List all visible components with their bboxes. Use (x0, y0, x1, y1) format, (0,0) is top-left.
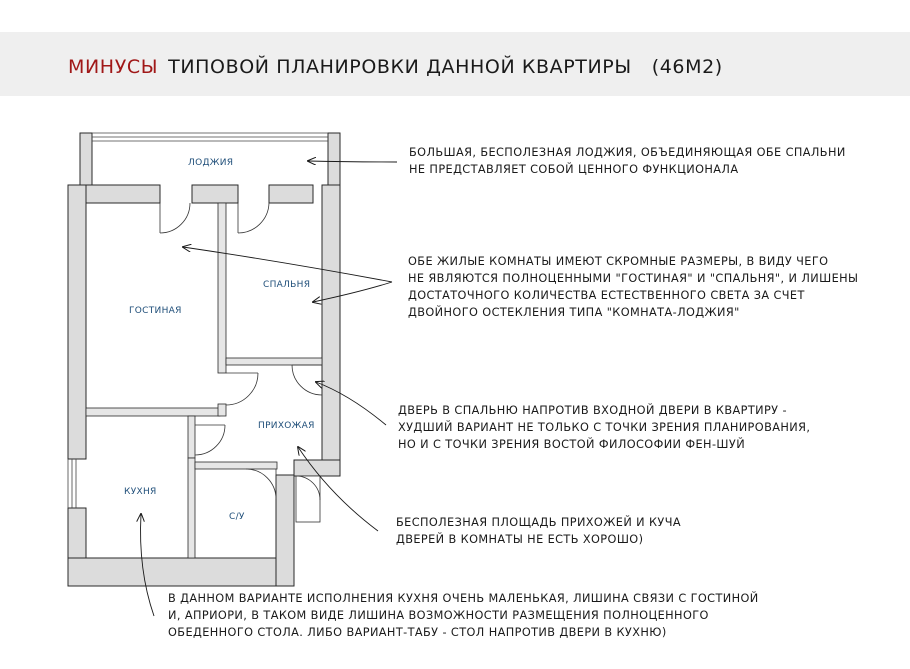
note-door: ДВЕРЬ В СПАЛЬНЮ НАПРОТИВ ВХОДНОЙ ДВЕРИ В… (398, 402, 810, 453)
arrow-bedroom (313, 281, 393, 302)
kitchen-window (67, 459, 77, 508)
arrow-loggia (308, 161, 398, 162)
room-label-bathroom: С/У (229, 512, 245, 522)
title-band (0, 32, 910, 96)
note-door-line: НО И С ТОЧКИ ЗРЕНИЯ ВОСТОЙ ФИЛОСОФИИ ФЕН… (398, 438, 746, 451)
note-rooms-line: ОБЕ ЖИЛЫЕ КОМНАТЫ ИМЕЮТ СКРОМНЫЕ РАЗМЕРЫ… (408, 255, 829, 268)
note-hallway-line: ДВЕРЕЙ В КОМНАТЫ НЕ ЕСТЬ ХОРОШО) (396, 533, 644, 546)
room-label-bedroom: СПАЛЬНЯ (263, 280, 310, 290)
note-door-line: ХУДШИЙ ВАРИАНТ НЕ ТОЛЬКО С ТОЧКИ ЗРЕНИЯ … (398, 421, 811, 434)
note-rooms-line: НЕ ЯВЛЯЮТСЯ ПОЛНОЦЕННЫМИ "ГОСТИНАЯ" И "С… (408, 272, 859, 285)
note-kitchen-line: ОБЕДЕННОГО СТОЛА. ЛИБО ВАРИАНТ-ТАБУ - СТ… (168, 626, 667, 639)
note-rooms-line: ДВОЙНОГО ОСТЕКЛЕНИЯ ТИПА "КОМНАТА-ЛОДЖИЯ… (408, 306, 740, 319)
note-door-line: ДВЕРЬ В СПАЛЬНЮ НАПРОТИВ ВХОДНОЙ ДВЕРИ В… (398, 404, 787, 417)
arrow-living (183, 247, 393, 283)
note-loggia: БОЛЬШАЯ, БЕСПОЛЕЗНАЯ ЛОДЖИЯ, ОБЪЕДИНЯЮЩА… (409, 144, 846, 178)
arrow-kitchen (141, 514, 155, 617)
note-hallway: БЕСПОЛЕЗНАЯ ПЛОЩАДЬ ПРИХОЖЕЙ И КУЧА ДВЕР… (396, 514, 681, 548)
loggia-glazing (92, 132, 328, 142)
note-kitchen-line: И, АПРИОРИ, В ТАКОМ ВИДЕ ЛИШИНА ВОЗМОЖНО… (168, 609, 709, 622)
room-label-living: ГОСТИНАЯ (129, 306, 182, 316)
annotation-arrows (141, 161, 398, 617)
doors (159, 202, 323, 523)
note-loggia-line: БОЛЬШАЯ, БЕСПОЛЕЗНАЯ ЛОДЖИЯ, ОБЪЕДИНЯЮЩА… (409, 146, 846, 159)
page-title: МИНУСЫ ТИПОВОЙ ПЛАНИРОВКИ ДАННОЙ КВАРТИРЫ… (68, 56, 723, 78)
exterior-walls (67, 184, 341, 587)
title-accent: МИНУСЫ (68, 56, 159, 78)
note-kitchen: В ДАННОМ ВАРИАНТЕ ИСПОЛНЕНИЯ КУХНЯ ОЧЕНЬ… (168, 590, 759, 641)
note-rooms-line: ДОСТАТОЧНОГО КОЛИЧЕСТВА ЕСТЕСТВЕННОГО СВ… (408, 289, 805, 302)
note-kitchen-line: В ДАННОМ ВАРИАНТЕ ИСПОЛНЕНИЯ КУХНЯ ОЧЕНЬ… (168, 592, 759, 605)
title-area: (46М2) (651, 56, 723, 78)
note-rooms: ОБЕ ЖИЛЫЕ КОМНАТЫ ИМЕЮТ СКРОМНЫЕ РАЗМЕРЫ… (408, 253, 858, 321)
arrow-hallway (298, 447, 379, 532)
title-main: ТИПОВОЙ ПЛАНИРОВКИ ДАННОЙ КВАРТИРЫ (168, 56, 632, 78)
room-label-hallway: ПРИХОЖАЯ (258, 421, 315, 431)
note-loggia-line: НЕ ПРЕДСТАВЛЯЕТ СОБОЙ ЦЕННОГО ФУНКЦИОНАЛ… (409, 163, 739, 176)
arrow-door (316, 382, 387, 426)
loggia-walls (79, 132, 341, 204)
room-label-kitchen: КУХНЯ (124, 487, 157, 497)
interior-walls (85, 202, 323, 559)
room-label-loggia: ЛОДЖИЯ (188, 158, 233, 168)
note-hallway-line: БЕСПОЛЕЗНАЯ ПЛОЩАДЬ ПРИХОЖЕЙ И КУЧА (396, 516, 681, 529)
